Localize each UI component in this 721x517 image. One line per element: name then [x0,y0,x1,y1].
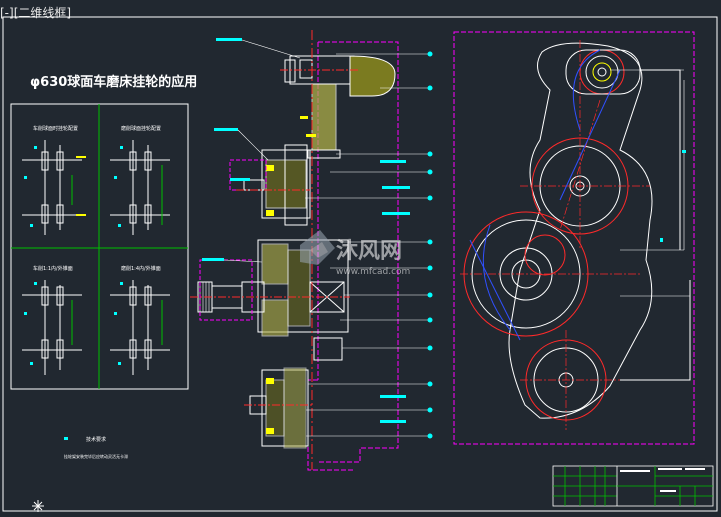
drawing-title: φ630球面车磨床挂轮的应用 [30,74,197,90]
drawing-border [2,16,718,512]
requirements-label: 技术要求 [86,436,106,443]
title-block [552,465,714,507]
section-view [190,30,433,471]
schematic-4 [110,280,170,375]
gear-config-table: 车削球面时挂轮配置 磨削球面挂轮配置 车削1:1内/外锥面 磨削1:4内/外锥面 [10,103,189,390]
note-marker [64,437,68,440]
schematic-2 [110,140,170,235]
panel-heading-2: 磨削球面挂轮配置 [121,125,161,132]
ucs-axis-icon [32,500,44,512]
schematic-3 [22,280,82,375]
panel-heading-4: 磨削1:4内/外锥面 [121,265,161,272]
watermark: 沐风网 www.mfcad.com [300,230,410,277]
watermark-url: www.mfcad.com [336,267,410,277]
panel-heading-3: 车削1:1内/外锥面 [33,265,73,272]
front-view [453,31,695,445]
schematic-1 [22,140,82,235]
requirements-text: 挂轮架安装完毕后应转动灵活无卡滞 [64,453,128,459]
watermark-brand: 沐风网 [336,239,402,264]
panel-heading-1: 车削球面时挂轮配置 [33,125,78,132]
